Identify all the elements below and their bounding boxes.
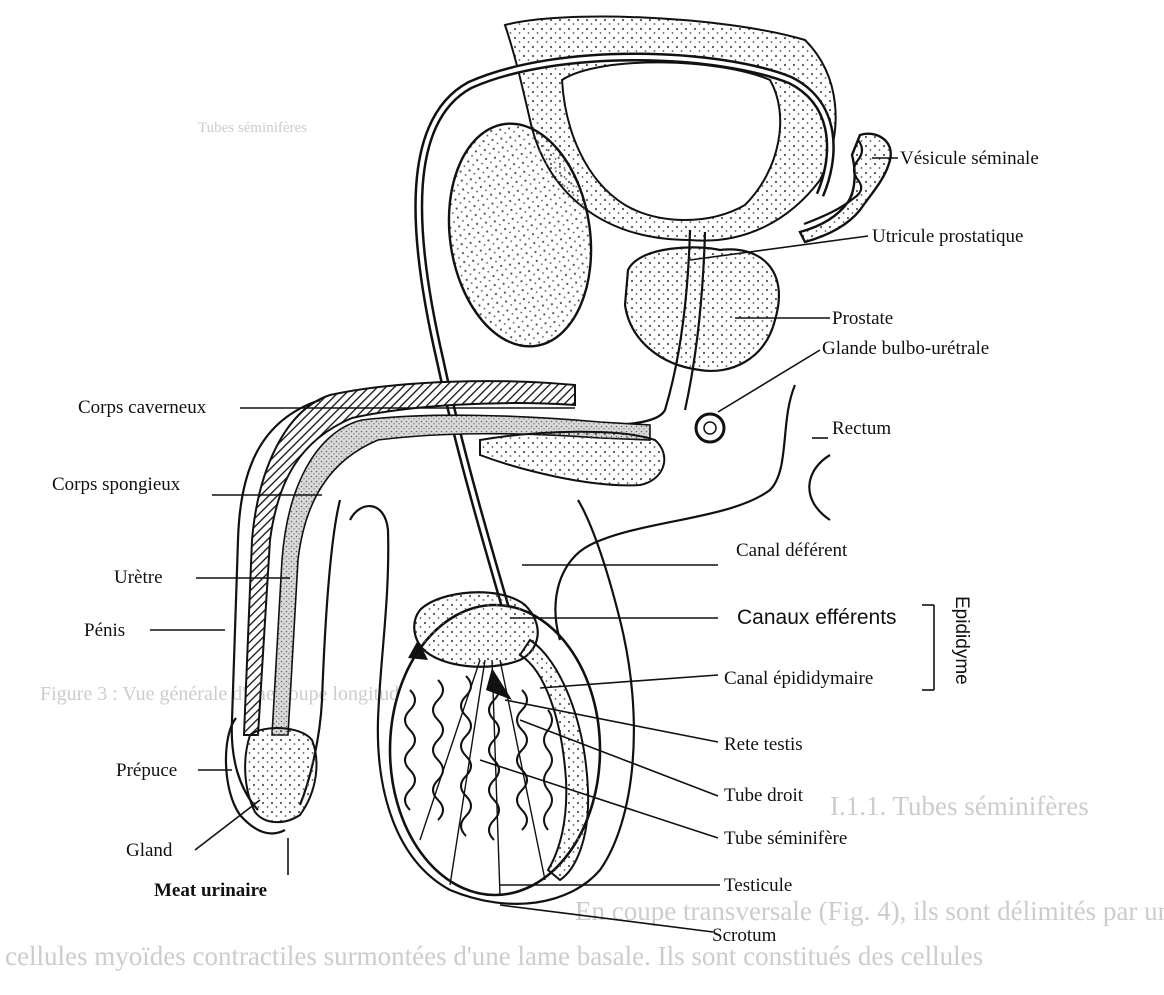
label-corps-spongieux: Corps spongieux <box>52 474 181 495</box>
glans <box>245 728 316 822</box>
label-vesicule: Vésicule séminale <box>900 148 1039 169</box>
label-canal-deferent: Canal déférent <box>736 540 848 561</box>
bg-paragraph-line-2: cellules myoïdes contractiles surmontées… <box>5 941 983 971</box>
label-canal-epididymaire: Canal épididymaire <box>724 668 873 689</box>
bg-paragraph-line-1: En coupe transversale (Fig. 4), ils sont… <box>575 896 1164 926</box>
label-rete-testis: Rete testis <box>724 734 803 755</box>
label-scrotum: Scrotum <box>712 925 777 946</box>
bg-heading: I.1.1. Tubes séminifères <box>830 791 1089 821</box>
label-uretre: Urètre <box>114 567 163 588</box>
bg-tubes-label: Tubes séminifères <box>198 120 307 136</box>
label-testicule: Testicule <box>724 875 792 896</box>
label-penis: Pénis <box>84 620 125 641</box>
label-glande-bulbo-uretrale: Glande bulbo-urétrale <box>822 338 989 359</box>
label-tube-droit: Tube droit <box>724 785 804 806</box>
label-prepuce: Prépuce <box>116 760 177 781</box>
label-utricule: Utricule prostatique <box>872 226 1023 247</box>
penile-bulb <box>480 432 664 486</box>
label-canaux-efferents: Canaux efférents <box>737 606 897 629</box>
label-gland: Gland <box>126 840 173 861</box>
prostate-gland <box>625 247 779 371</box>
label-tube-seminifere: Tube séminifère <box>724 828 847 849</box>
label-meat-urinaire: Meat urinaire <box>154 880 267 901</box>
label-prostate: Prostate <box>832 308 893 329</box>
label-corps-caverneux: Corps caverneux <box>78 397 207 418</box>
label-epididyme: Epididyme <box>951 596 972 685</box>
label-rectum: Rectum <box>832 418 891 439</box>
